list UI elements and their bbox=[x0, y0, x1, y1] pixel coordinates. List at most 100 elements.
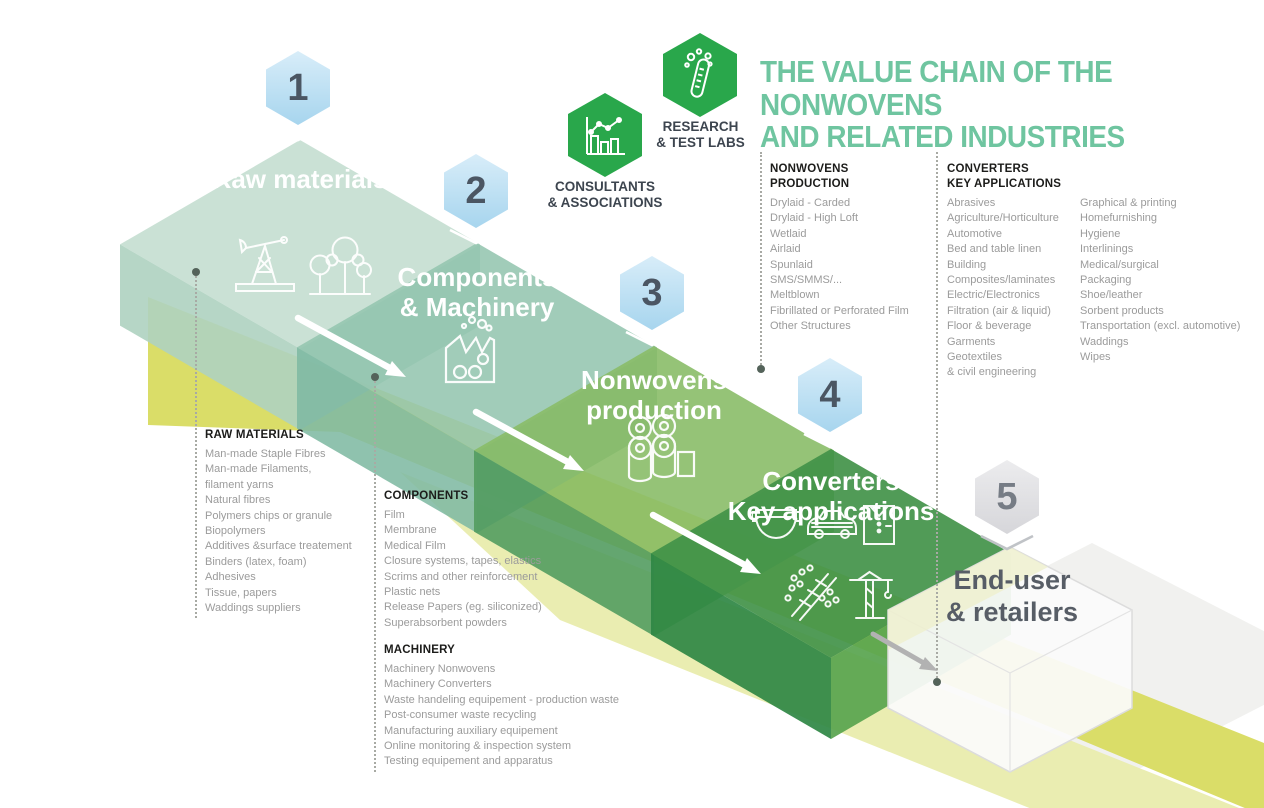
stage-1-label: Raw materials bbox=[120, 164, 480, 194]
components-heading: COMPONENTS bbox=[384, 490, 469, 502]
list-item: Sorbent products bbox=[1080, 304, 1164, 317]
guide-dot bbox=[933, 678, 941, 686]
stage-5-number: 5 bbox=[996, 475, 1018, 518]
heading-line: KEY APPLICATIONS bbox=[947, 178, 1062, 190]
list-item: & civil engineering bbox=[947, 366, 1037, 379]
research-test-labs-label: RESEARCH & TEST LABS bbox=[638, 119, 763, 152]
badge-label-line: RESEARCH bbox=[662, 119, 739, 134]
list-item: Medical/surgical bbox=[1080, 258, 1159, 271]
list-item: Filtration (air & liquid) bbox=[947, 304, 1051, 317]
list-item: Machinery Converters bbox=[384, 678, 492, 691]
list-item: Agriculture/Horticulture bbox=[947, 212, 1059, 225]
list-item: Drylaid - Carded bbox=[770, 197, 851, 209]
list-item: Graphical & printing bbox=[1080, 197, 1177, 209]
list-item: Packaging bbox=[1080, 274, 1132, 287]
stage-label-line: Nonwovens bbox=[581, 365, 727, 395]
list-item: Waste handeling equipement - production … bbox=[384, 693, 620, 706]
list-item: Drylaid - High Loft bbox=[770, 212, 859, 225]
guide-dotted-line bbox=[374, 381, 376, 772]
list-item: Other Structures bbox=[770, 320, 851, 333]
list-item: Additives &surface treatement bbox=[205, 540, 352, 553]
guide-dotted-line bbox=[195, 276, 197, 618]
test-tube-icon bbox=[684, 48, 713, 98]
stage-4-number-hexagon: 4 bbox=[798, 358, 862, 432]
chevron-down-icon bbox=[803, 432, 857, 449]
list-item: Homefurnishing bbox=[1080, 212, 1158, 225]
guide-dotted-line bbox=[760, 152, 762, 365]
raw-materials-heading: RAW MATERIALS bbox=[205, 429, 304, 441]
cube5-yellow-strip bbox=[888, 547, 1048, 650]
list-item: Man-made Staple Fibres bbox=[205, 448, 326, 460]
stage-5-cube bbox=[887, 546, 1133, 773]
nonwovens-production-heading: NONWOVENS PRODUCTION bbox=[770, 162, 930, 192]
stage-label-line: & Machinery bbox=[399, 292, 555, 323]
list-item: Post-consumer waste recycling bbox=[384, 709, 537, 722]
list-item: Wipes bbox=[1080, 351, 1111, 364]
fabric-rolls-icon bbox=[627, 413, 696, 483]
heading-line: PRODUCTION bbox=[770, 178, 850, 190]
stage-4-number: 4 bbox=[819, 373, 841, 416]
list-item: Membrane bbox=[384, 524, 437, 537]
badge-label-line: & TEST LABS bbox=[656, 135, 745, 151]
list-item: Release Papers (eg. siliconized) bbox=[384, 601, 542, 614]
stage-label-line: Raw materials bbox=[212, 164, 388, 194]
list-item: Abrasives bbox=[947, 197, 996, 209]
list-item: Plastic nets bbox=[384, 586, 441, 599]
stage-2-number: 2 bbox=[465, 169, 487, 212]
list-item: Testing equipement and apparatus bbox=[384, 755, 553, 768]
list-item: Film bbox=[384, 509, 405, 521]
chevron-down-icon bbox=[625, 330, 679, 347]
badge-label-line: CONSULTANTS bbox=[555, 179, 655, 194]
converters-heading: CONVERTERS KEY APPLICATIONS bbox=[947, 162, 1264, 192]
list-item: Machinery Nonwovens bbox=[384, 663, 496, 675]
stage-label-line: & retailers bbox=[945, 596, 1079, 627]
stage-2-label: Components & Machinery bbox=[297, 262, 657, 323]
list-item: Scrims and other reinforcement bbox=[384, 570, 538, 583]
stage-3-number-hexagon: 3 bbox=[620, 256, 684, 330]
list-item: Spunlaid bbox=[770, 258, 813, 271]
list-item: Garments bbox=[947, 335, 996, 348]
list-item: Bed and table linen bbox=[947, 243, 1042, 256]
page-title: THE VALUE CHAIN OF THE NONWOVENS AND REL… bbox=[760, 54, 1228, 155]
consultants-associations-label: CONSULTANTS & ASSOCIATIONS bbox=[535, 179, 675, 212]
guide-dot bbox=[192, 268, 200, 276]
list-item: Biopolymers bbox=[205, 525, 266, 538]
guide-dot bbox=[371, 373, 379, 381]
list-item: Manufacturing auxiliary equipement bbox=[384, 724, 558, 737]
list-item: Superabsorbent powders bbox=[384, 616, 507, 629]
diaper-car-shirt-granules-crane-icons bbox=[752, 505, 895, 621]
oil-pump-and-trees-icon bbox=[235, 236, 372, 295]
machinery-heading: MACHINERY bbox=[384, 644, 456, 656]
bar-chart-icon bbox=[586, 117, 625, 155]
guide-dotted-line bbox=[936, 152, 938, 678]
title-line-1: THE VALUE CHAIN OF THE NONWOVENS bbox=[760, 54, 1113, 122]
chevron-down-icon bbox=[271, 125, 325, 142]
heading-line: CONVERTERS bbox=[947, 163, 1029, 175]
stage-label-line: Converters bbox=[762, 466, 900, 496]
chevron-down-icon bbox=[449, 228, 503, 245]
list-item: Polymers chips or granule bbox=[205, 509, 333, 522]
chevron-down-icon bbox=[980, 534, 1034, 551]
list-item: Medical Film bbox=[384, 539, 446, 552]
list-item: Tissue, papers bbox=[205, 586, 277, 599]
factory-icon bbox=[444, 315, 496, 384]
badge-label-line: & ASSOCIATIONS bbox=[547, 195, 663, 211]
list-item: Adhesives bbox=[205, 571, 256, 584]
list-item: Hygiene bbox=[1080, 227, 1121, 240]
title-line-2: AND RELATED INDUSTRIES bbox=[760, 119, 1125, 155]
stage-5-label: End-user & retailers bbox=[882, 565, 1142, 628]
list-item: SMS/SMMS/... bbox=[770, 274, 843, 287]
stage-label-line: End-user bbox=[953, 565, 1071, 595]
list-item: Floor & beverage bbox=[947, 320, 1032, 333]
list-item: Waddings suppliers bbox=[205, 602, 301, 615]
stage-label-line: Components bbox=[397, 262, 557, 292]
list-item: Online monitoring & inspection system bbox=[384, 740, 572, 753]
